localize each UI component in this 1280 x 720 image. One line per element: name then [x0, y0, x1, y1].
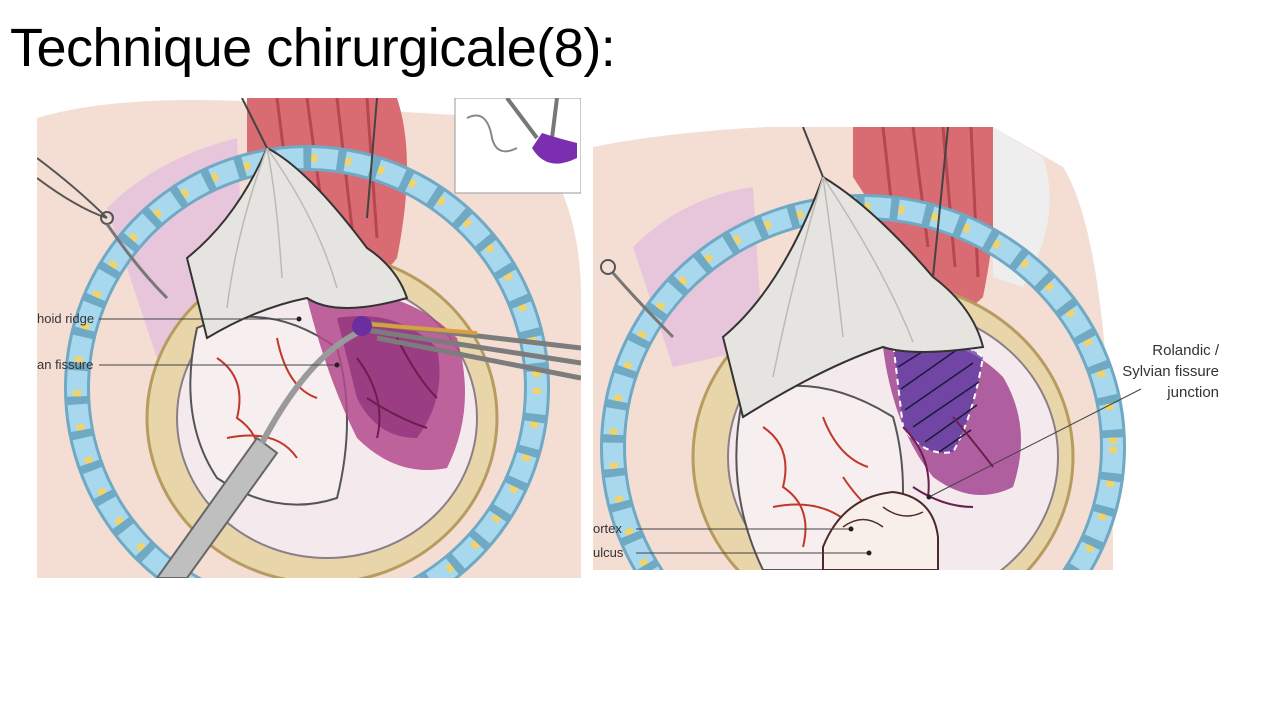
surgical-illustration-left: hoid ridge an fissure: [37, 98, 581, 578]
callout-line-2: Sylvian fissure: [1122, 363, 1219, 380]
slide-title: Technique chirurgicale(8):: [10, 18, 616, 78]
label-cortex: ortex: [593, 521, 622, 536]
illustration-right-drawing: ortex ulcus Rolandic / Sylvian fissure j…: [593, 127, 1223, 570]
callout-line-3: junction: [1166, 384, 1219, 401]
illustration-left-drawing: hoid ridge an fissure: [37, 98, 581, 578]
label-hoid-ridge: hoid ridge: [37, 311, 94, 326]
label-sulcus: ulcus: [593, 545, 624, 560]
surgical-illustration-right: ortex ulcus Rolandic / Sylvian fissure j…: [593, 127, 1223, 570]
label-an-fissure: an fissure: [37, 357, 93, 372]
callout-line-1: Rolandic /: [1152, 342, 1220, 359]
